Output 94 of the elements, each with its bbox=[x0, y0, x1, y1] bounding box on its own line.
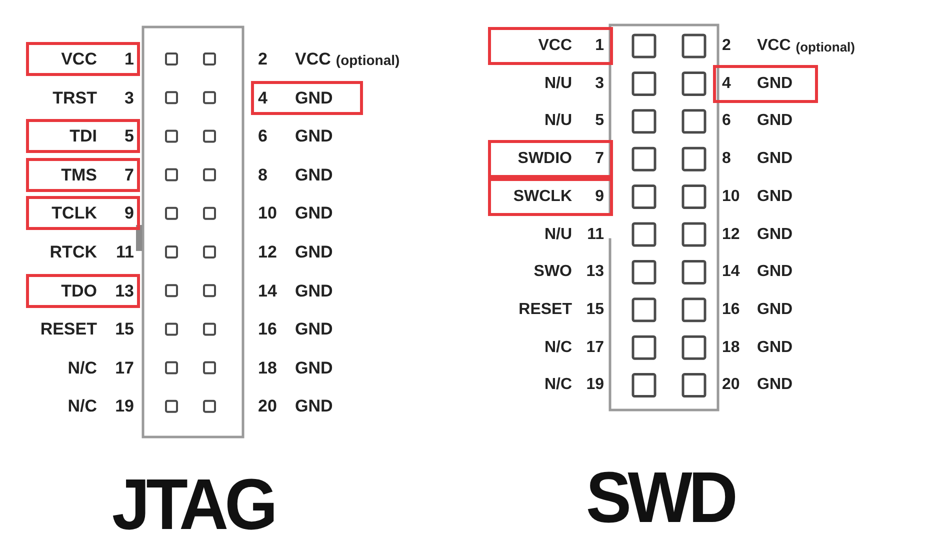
pin-name: GND bbox=[757, 264, 793, 280]
pin-name: RTCK bbox=[50, 244, 97, 260]
pin-number: 14 bbox=[258, 282, 277, 300]
highlight-box bbox=[488, 178, 613, 216]
pin-number: 18 bbox=[722, 340, 740, 356]
pin-number: 12 bbox=[722, 226, 740, 242]
pin-number: 6 bbox=[258, 128, 268, 145]
pin-name: N/C bbox=[544, 377, 572, 394]
pin-name: N/C bbox=[68, 398, 97, 415]
highlight-box bbox=[26, 158, 140, 192]
pin-number: 11 bbox=[587, 226, 604, 242]
pin-name: GND bbox=[295, 166, 333, 184]
pin-note: (optional) bbox=[336, 53, 400, 67]
pin-name: GND bbox=[757, 113, 793, 130]
pin-name: RESET bbox=[40, 320, 97, 338]
pin-number: 5 bbox=[595, 113, 604, 130]
pin-number: 3 bbox=[595, 76, 604, 92]
pin-name: SWCLK bbox=[513, 188, 572, 205]
pin-name: GND bbox=[757, 302, 793, 318]
highlight-box bbox=[26, 119, 140, 154]
pin-note: (optional) bbox=[796, 40, 855, 54]
pin-number: 3 bbox=[124, 89, 134, 106]
pin-number: 13 bbox=[115, 282, 134, 300]
pin-number: 7 bbox=[595, 151, 604, 168]
pin-number: 19 bbox=[586, 377, 604, 394]
pin-number: 2 bbox=[722, 38, 731, 54]
pin-name: GND bbox=[757, 188, 793, 205]
pin-number: 9 bbox=[595, 188, 604, 205]
pin-name: GND bbox=[295, 282, 333, 300]
highlight-box bbox=[713, 64, 818, 103]
pin-number: 17 bbox=[115, 359, 134, 376]
pin-name: GND bbox=[295, 359, 333, 376]
highlight-box bbox=[488, 140, 613, 178]
pin-name: RESET bbox=[518, 302, 572, 318]
highlight-box bbox=[488, 27, 613, 65]
pin-name: GND bbox=[757, 340, 793, 356]
pin-number: 11 bbox=[116, 244, 134, 260]
pin-name: N/U bbox=[544, 113, 572, 130]
pin-name: GND bbox=[757, 76, 793, 92]
pin-number: 16 bbox=[258, 320, 277, 338]
pin-name: GND bbox=[757, 151, 793, 168]
pin-number: 12 bbox=[258, 244, 277, 260]
highlight-box bbox=[26, 196, 140, 230]
pin-name: N/U bbox=[544, 76, 572, 92]
pin-name: VCC bbox=[295, 50, 331, 68]
pin-name: GND bbox=[295, 128, 333, 145]
pin-name: TDI bbox=[70, 128, 97, 145]
pin-number: 2 bbox=[258, 50, 268, 68]
pin-name: GND bbox=[295, 320, 333, 338]
pin-name: GND bbox=[757, 226, 793, 242]
pin-number: 10 bbox=[722, 188, 740, 205]
pin-name: TDO bbox=[61, 282, 97, 300]
pin-number: 8 bbox=[258, 166, 268, 184]
header-title: JTAG bbox=[112, 469, 274, 541]
pin-name: GND bbox=[295, 398, 333, 415]
pin-name: TMS bbox=[61, 166, 97, 184]
pin-number: 6 bbox=[722, 113, 731, 130]
pin-number: 19 bbox=[115, 398, 134, 415]
pin-number: 7 bbox=[124, 166, 134, 184]
highlight-box bbox=[251, 80, 363, 115]
pin-number: 13 bbox=[586, 264, 604, 280]
pin-name: N/U bbox=[544, 226, 572, 242]
pin-number: 1 bbox=[595, 38, 604, 54]
header-title: SWD bbox=[586, 462, 734, 534]
pin-number: 4 bbox=[258, 89, 268, 106]
pin-name: TCLK bbox=[52, 204, 97, 222]
pin-number: 17 bbox=[586, 340, 604, 356]
pin-name: SWO bbox=[534, 264, 572, 280]
pin-name: GND bbox=[295, 244, 333, 260]
pin-number: 20 bbox=[258, 398, 277, 415]
pin-number: 15 bbox=[586, 302, 604, 318]
pin-number: 10 bbox=[258, 204, 277, 222]
highlight-box bbox=[26, 42, 140, 76]
pin-number: 20 bbox=[722, 377, 740, 394]
pin-name: N/C bbox=[544, 340, 572, 356]
pin-name: VCC bbox=[61, 50, 97, 68]
pin-name: GND bbox=[757, 377, 793, 394]
pin-number: 8 bbox=[722, 151, 731, 168]
pin-name: TRST bbox=[52, 89, 97, 106]
pin-name: N/C bbox=[68, 359, 97, 376]
pin-number: 16 bbox=[722, 302, 740, 318]
pin-number: 14 bbox=[722, 264, 740, 280]
pin-number: 1 bbox=[124, 50, 134, 68]
pin-number: 4 bbox=[722, 76, 731, 92]
highlight-box bbox=[26, 274, 140, 308]
pin-name: SWDIO bbox=[518, 151, 572, 168]
pin-name: GND bbox=[295, 89, 333, 106]
pin-number: 15 bbox=[115, 320, 134, 338]
pin-name: VCC bbox=[757, 38, 791, 54]
pin-number: 18 bbox=[258, 359, 277, 376]
pin-name: GND bbox=[295, 204, 333, 222]
pin-name: VCC bbox=[538, 38, 572, 54]
pin-number: 9 bbox=[124, 204, 134, 222]
pin-number: 5 bbox=[124, 128, 134, 145]
